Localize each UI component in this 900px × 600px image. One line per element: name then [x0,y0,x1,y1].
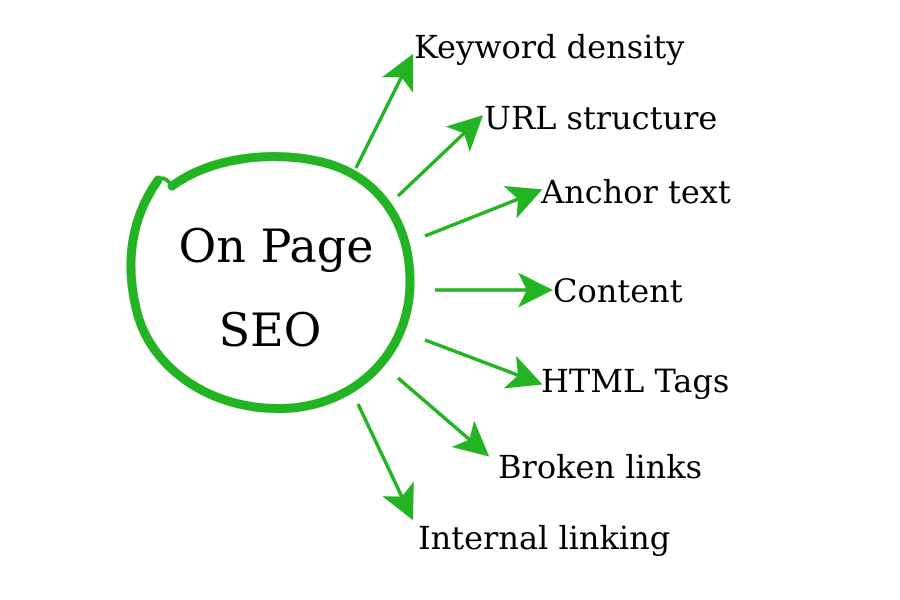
branch-label-url-structure: URL structure [484,99,717,137]
arrow-html-tags [424,338,543,389]
arrow-broken-links [396,376,490,457]
arrow-url-structure [396,115,484,198]
center-title-line1: On Page [179,219,374,273]
branch-label-html-tags: HTML Tags [541,362,729,400]
arrow-internal-linking [356,403,414,521]
arrows [354,53,553,521]
center-circle [126,152,415,414]
center-circle-overlap [156,176,174,188]
arrow-keyword-density [354,53,414,169]
branch-label-keyword-density: Keyword density [414,28,684,66]
branch-label-broken-links: Broken links [498,448,702,486]
branch-label-anchor-text: Anchor text [540,173,731,211]
arrow-anchor-text [424,186,543,238]
branch-label-internal-linking: Internal linking [418,519,670,557]
branch-label-content: Content [553,272,683,310]
center-title-line2: SEO [219,303,322,357]
